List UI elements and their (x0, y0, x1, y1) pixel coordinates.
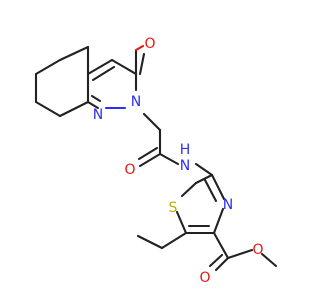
bond-double (91, 65, 116, 82)
bond (214, 256, 230, 272)
amide-oxygen-label: O (124, 162, 135, 178)
bond (260, 252, 278, 268)
bond (34, 100, 62, 118)
bond (212, 207, 225, 235)
bond (180, 181, 198, 198)
bond (134, 44, 145, 52)
bond (212, 231, 230, 260)
ethyl-group (136, 231, 188, 250)
atom-labels: O N N O H N S N O O (93, 36, 264, 286)
thiazole-sulfur-label: S (169, 200, 178, 216)
cyclohexane-ring (34, 45, 90, 118)
bond (226, 248, 254, 260)
bond (142, 112, 162, 132)
bond (58, 45, 90, 62)
thiazole-ring (175, 173, 226, 235)
molecule-structure: O N N O H N S N O O (34, 36, 278, 286)
ester-group (208, 231, 278, 272)
ring-n1-label: N (93, 107, 103, 123)
ring-n2-label: N (131, 94, 141, 110)
bond (160, 231, 188, 250)
ester-methoxy-oxygen-label: O (252, 242, 263, 258)
bond (34, 58, 62, 76)
amide-hydrogen-label: H (180, 142, 191, 158)
bond-double (90, 94, 102, 103)
bond (58, 100, 90, 118)
bond (136, 234, 164, 250)
bond-double (137, 146, 159, 161)
bond (194, 162, 214, 177)
bond (210, 173, 226, 201)
bond (194, 173, 214, 185)
bond (86, 100, 100, 110)
bond-double (138, 52, 146, 76)
bond (138, 152, 162, 168)
ketone-oxygen-label: O (144, 36, 155, 52)
bond-double (208, 253, 224, 268)
thiazole-nitrogen-label: N (223, 197, 233, 213)
ester-carbonyl-oxygen-label: O (199, 270, 210, 286)
amide-linker (137, 112, 214, 177)
bond-double (203, 178, 218, 203)
bond (158, 152, 180, 166)
amide-nitrogen-label: N (180, 158, 190, 174)
pyridazinone-ring (86, 44, 146, 110)
bond (175, 210, 188, 235)
bond (86, 58, 114, 76)
bond (110, 58, 138, 76)
